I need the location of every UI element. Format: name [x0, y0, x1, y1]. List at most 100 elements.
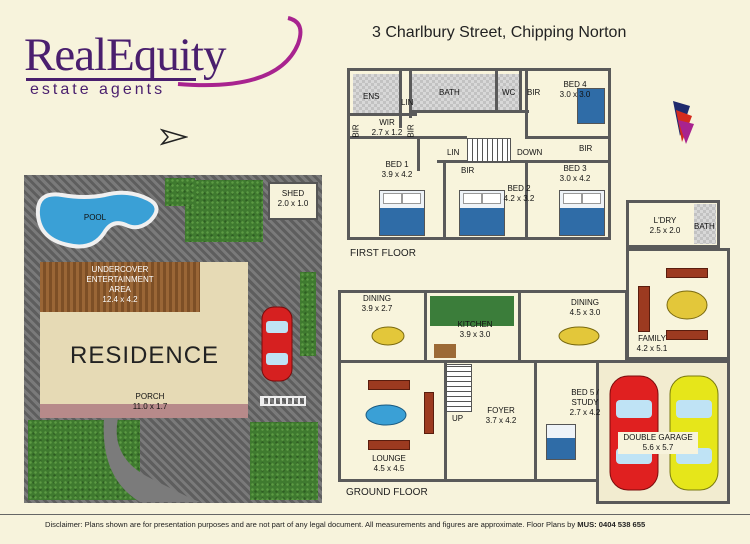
- pool: [35, 190, 159, 249]
- foyer-name: FOYER: [487, 406, 515, 415]
- bed3-dim: 3.0 x 4.2: [559, 174, 591, 183]
- bed4-name: BED 4: [563, 80, 587, 89]
- bath-label-first: BATH: [439, 88, 460, 97]
- dining2-name: DINING: [571, 298, 599, 307]
- path-curve: [103, 418, 200, 502]
- ldry-name: L'DRY: [653, 216, 677, 225]
- property-address: 3 Charlbury Street, Chipping Norton: [372, 24, 627, 41]
- dining2-dim: 4.5 x 3.0: [569, 308, 601, 317]
- gate: [260, 396, 306, 406]
- bed1-dim: 3.9 x 4.2: [381, 170, 413, 179]
- brand-logo: RealEquity estate agents: [18, 14, 318, 104]
- family-sofa-left: [638, 286, 650, 332]
- bed3-name: BED 3: [563, 164, 587, 173]
- bed4-dim: 3.0 x 3.0: [559, 90, 591, 99]
- bir-label-1: BIR: [527, 88, 541, 97]
- bir-label-4: BIR: [461, 166, 475, 175]
- foyer-dim: 3.7 x 4.2: [485, 416, 517, 425]
- porch-label: PORCH 11.0 x 1.7: [120, 392, 180, 412]
- up-label: UP: [452, 414, 464, 423]
- foyer-label: FOYER 3.7 x 4.2: [476, 406, 526, 426]
- disclaimer: Disclaimer: Plans shown are for presenta…: [45, 520, 645, 529]
- lounge-label: LOUNGE 4.5 x 4.5: [364, 454, 414, 474]
- wc-label: WC: [502, 88, 516, 97]
- bed4-label: BED 4 3.0 x 3.0: [555, 80, 595, 100]
- entertainment-label: UNDERCOVER ENTERTAINMENT AREA 12.4 x 4.2: [80, 265, 160, 305]
- dining1-label: DINING 3.9 x 2.7: [352, 294, 402, 314]
- family-sofa-top: [666, 268, 708, 278]
- bed3-icon: [559, 190, 605, 236]
- family-label: FAMILY 4.2 x 5.1: [630, 334, 674, 354]
- lounge-name: LOUNGE: [372, 454, 406, 463]
- disclaimer-text: Disclaimer: Plans shown are for presenta…: [45, 520, 578, 529]
- brand-badge-icon: [673, 101, 694, 144]
- entertain-line1: UNDERCOVER: [91, 265, 149, 274]
- dining1-name: DINING: [363, 294, 391, 303]
- porch-dim: 11.0 x 1.7: [132, 402, 168, 411]
- ground-floor-plan: [338, 248, 730, 504]
- ground-bath-tiles: [694, 204, 716, 244]
- pool-label: POOL: [83, 213, 107, 222]
- family-name: FAMILY: [638, 334, 666, 343]
- kitchen-bench: [430, 296, 514, 326]
- kitchen-name: KITCHEN: [457, 320, 493, 329]
- entertain-line2: ENTERTAINMENT: [86, 275, 154, 284]
- bed2-name: BED 2: [507, 184, 531, 193]
- lounge-sofa-right: [424, 392, 434, 434]
- lounge-table-icon: [365, 404, 407, 426]
- porch-area: [40, 404, 248, 418]
- shed-dim: 2.0 x 1.0: [277, 199, 309, 208]
- kitchen-island: [434, 344, 456, 358]
- bir-label-5: BIR: [579, 144, 593, 153]
- stairs-first: [467, 138, 511, 162]
- shed: [268, 182, 318, 220]
- kitchen-dim: 3.9 x 3.0: [459, 330, 491, 339]
- garage-label: DOUBLE GARAGE 5.6 x 5.7: [618, 432, 698, 454]
- site-grass-right: [300, 272, 316, 356]
- brand-name: RealEquity: [24, 29, 226, 81]
- dining2-label: DINING 4.5 x 3.0: [560, 298, 610, 318]
- garage-name: DOUBLE GARAGE: [623, 433, 693, 442]
- car-icon: [261, 306, 293, 382]
- down-label: DOWN: [517, 148, 543, 157]
- shed-label: SHED 2.0 x 1.0: [268, 189, 318, 209]
- disclaimer-contact: MUS: 0404 538 655: [577, 520, 646, 529]
- brand-name-real: Real: [24, 29, 107, 81]
- bed2-label: BED 2 4.2 x 3.2: [497, 184, 541, 204]
- bed5-line2: STUDY: [571, 398, 599, 407]
- first-floor-label: FIRST FLOOR: [350, 248, 416, 259]
- bed2-dim: 4.2 x 3.2: [503, 194, 535, 203]
- wir-label: WIR 2.7 x 1.2: [367, 118, 407, 138]
- bed4-icon: [577, 88, 605, 124]
- residence-label: RESIDENCE: [70, 342, 220, 369]
- family-dim: 4.2 x 5.1: [636, 344, 668, 353]
- lounge-dim: 4.5 x 4.5: [373, 464, 405, 473]
- family-sofa-bottom: [666, 330, 708, 340]
- shed-name: SHED: [281, 189, 305, 198]
- brand-underline: [26, 78, 196, 81]
- bed2-icon: [459, 190, 505, 236]
- disclaimer-divider: [0, 514, 750, 515]
- dining1-dim: 3.9 x 2.7: [361, 304, 393, 313]
- bath-label-ground: BATH: [694, 222, 715, 231]
- site-grass-top: [185, 180, 263, 242]
- entertainment-area: [40, 262, 200, 312]
- site-grass-bottom-right: [250, 422, 318, 500]
- lounge-sofa-top: [368, 380, 410, 390]
- lin-label-2: LIN: [447, 148, 460, 157]
- wir-name: WIR: [379, 118, 395, 127]
- entertain-dim: 12.4 x 4.2: [102, 295, 138, 304]
- brand-swoosh-icon: [177, 16, 303, 88]
- bed1-name: BED 1: [385, 160, 409, 169]
- ens-label: ENS: [363, 92, 380, 101]
- wir-dim: 2.7 x 1.2: [371, 128, 403, 137]
- brand-name-equity: Equity: [106, 29, 226, 81]
- north-arrow-icon: [160, 128, 188, 146]
- ground-floor-label: GROUND FLOOR: [346, 487, 428, 498]
- ldry-dim: 2.5 x 2.0: [649, 226, 681, 235]
- bed5-dim: 2.7 x 4.2: [569, 408, 601, 417]
- dining-table-2-icon: [558, 326, 600, 346]
- bed1-icon: [379, 190, 425, 236]
- garage-dim: 5.6 x 5.7: [642, 443, 674, 452]
- entertain-line3: AREA: [109, 285, 131, 294]
